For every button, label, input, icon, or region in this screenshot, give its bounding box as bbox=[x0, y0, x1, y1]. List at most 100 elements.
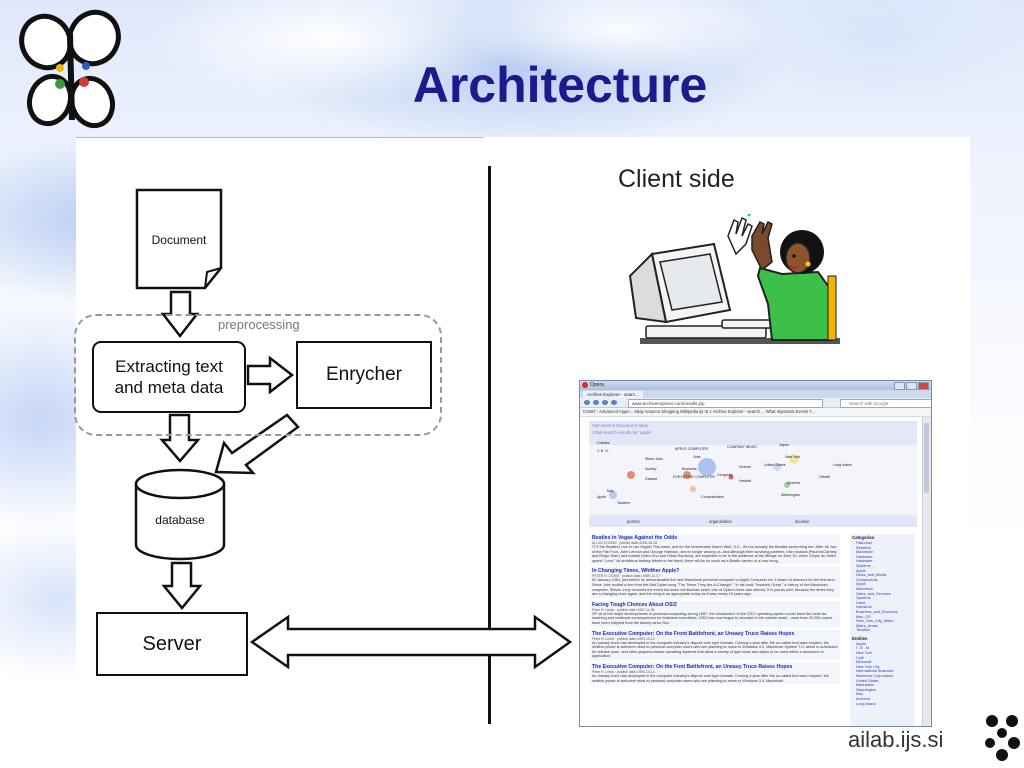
cloud-word[interactable]: Sculley bbox=[645, 467, 657, 471]
facet-link[interactable]: New York City bbox=[856, 664, 880, 669]
client-browser-screenshot: Opera Archive Explorer - searc... www.ar… bbox=[579, 380, 932, 727]
result-item[interactable]: The Executive Computer; On the Front Bat… bbox=[590, 629, 840, 660]
result-title[interactable]: The Executive Computer; On the Font Batt… bbox=[592, 663, 793, 670]
categories-heading: Categories bbox=[852, 535, 875, 540]
cloud-word[interactable]: Apple bbox=[597, 495, 607, 499]
facet-link[interactable]: New_York_City_Metro bbox=[856, 619, 894, 624]
document-atlas-visualization[interactable]: Viet Search Document Atlas 1786 search r… bbox=[589, 421, 917, 527]
cloud-word[interactable]: United States bbox=[764, 463, 786, 467]
search-input[interactable]: Search with Google bbox=[840, 399, 931, 408]
facet-link[interactable]: Calif bbox=[856, 655, 864, 660]
cloud-word[interactable]: Congress bbox=[717, 473, 733, 477]
forward-icon[interactable] bbox=[593, 400, 599, 405]
result-title[interactable]: In Changing Times, Whither Apple? bbox=[592, 568, 680, 575]
minimize-icon[interactable] bbox=[894, 382, 905, 390]
arrow-server-client bbox=[249, 614, 573, 670]
facet-link[interactable]: Business_and_Economy bbox=[856, 609, 898, 614]
preprocessing-label: preprocessing bbox=[218, 317, 300, 332]
facet-link[interactable]: I . B . M. bbox=[856, 646, 871, 651]
facet-link[interactable]: America bbox=[856, 697, 870, 701]
facet-link[interactable]: Manhattan bbox=[856, 683, 874, 688]
facet-link[interactable]: Microsoft bbox=[856, 660, 872, 665]
facet-link[interactable]: Apple bbox=[856, 582, 866, 587]
cloud-word[interactable]: Computerland bbox=[701, 495, 724, 499]
cloud-word[interactable]: Olivetti bbox=[819, 475, 830, 479]
slide-title: Architecture bbox=[412, 57, 708, 113]
cloud-word[interactable]: Hewlett bbox=[739, 479, 751, 483]
facet-link[interactable]: Sales_and_Services bbox=[856, 591, 891, 596]
cloud-word[interactable]: New York bbox=[785, 455, 801, 459]
scrollbar-thumb[interactable] bbox=[924, 423, 929, 493]
result-meta: ALLAN KOZINN · publish date=2006-06-28 bbox=[592, 541, 658, 545]
cloud-word[interactable]: Steve Jobs bbox=[645, 457, 663, 461]
close-icon[interactable] bbox=[918, 382, 929, 390]
result-meta: Peter H. Lewis · publish date=1990-10-14 bbox=[592, 669, 655, 674]
facet-link[interactable]: United States bbox=[856, 678, 879, 683]
cloud-word[interactable]: EXECUTIVE COMPUTER bbox=[673, 475, 715, 479]
arrow-database-to-server bbox=[161, 561, 203, 610]
facet-link[interactable]: Systems bbox=[856, 563, 871, 568]
cloud-word[interactable]: America bbox=[787, 481, 801, 485]
home-icon[interactable] bbox=[611, 400, 617, 405]
cloud-word[interactable]: COMPANY NEWS bbox=[727, 445, 757, 449]
search-results-list: Beatles in Vegas Against the Odds ALLAN … bbox=[590, 534, 840, 687]
facet-link[interactable]: Apple bbox=[856, 641, 866, 646]
cloud-word[interactable]: Vivendi bbox=[739, 465, 751, 469]
cloud-word[interactable]: Tandem bbox=[617, 501, 630, 505]
facet-link[interactable]: News_and_Media bbox=[856, 573, 887, 578]
result-item[interactable]: The Executive Computer; On the Font Batt… bbox=[590, 662, 840, 685]
facet-link[interactable]: Systems bbox=[856, 596, 871, 601]
result-snippet: IN January 1984, just before he demonstr… bbox=[592, 578, 836, 597]
cloud-word[interactable]: Business bbox=[682, 467, 697, 471]
cloud-word[interactable]: Long Island bbox=[833, 463, 852, 467]
reload-icon[interactable] bbox=[602, 400, 608, 405]
facet-link[interactable]: Industrial bbox=[856, 605, 872, 610]
database-label: database bbox=[155, 513, 205, 527]
document-shape bbox=[135, 188, 223, 290]
address-bar[interactable]: www.archiveexplorer.com/results.jsp bbox=[628, 399, 823, 408]
cloud-word[interactable]: APPLE COMPUTER bbox=[675, 447, 709, 451]
facet-link[interactable]: Machines Corporation bbox=[856, 674, 894, 679]
cloud-word[interactable]: Jobs bbox=[693, 455, 701, 459]
facet-link[interactable]: Components bbox=[856, 577, 878, 582]
cloud-word[interactable]: Charles bbox=[597, 441, 610, 445]
facet-link[interactable]: Mac bbox=[856, 692, 864, 697]
result-item[interactable]: Beatles in Vegas Against the Odds ALLAN … bbox=[590, 534, 840, 565]
facet-link[interactable]: Retailers bbox=[856, 545, 871, 550]
facet-link[interactable]: Metro_Areas bbox=[856, 623, 878, 628]
facet-link[interactable]: Hardware bbox=[856, 559, 873, 564]
client-side-label: Client side bbox=[618, 165, 735, 193]
result-title[interactable]: The Executive Computer; On the Front Bat… bbox=[592, 630, 795, 637]
cloud-word[interactable]: Mac bbox=[607, 489, 614, 493]
extract-box: Extracting text and meta data bbox=[92, 341, 246, 413]
cloud-word[interactable]: Japan bbox=[779, 443, 789, 447]
facet-link[interactable]: International Business bbox=[856, 669, 894, 674]
result-item[interactable]: Facing Tough Choices About OS/2 Peter H.… bbox=[590, 600, 840, 627]
viz-axis-person: person bbox=[627, 519, 640, 524]
bookmarks-bar[interactable]: CS367 - Advanced Algori... eBay Amazon S… bbox=[580, 408, 931, 417]
facet-link[interactable]: Macintosh bbox=[856, 586, 874, 591]
cloud-word[interactable]: J. B. H. bbox=[597, 449, 609, 453]
facet-link[interactable]: Used bbox=[856, 600, 865, 605]
facet-link[interactable]: Historical bbox=[856, 541, 872, 545]
facet-link[interactable]: Hardware bbox=[856, 554, 873, 559]
cloud-word[interactable]: Gassee bbox=[645, 477, 658, 481]
facet-link[interactable]: Taxation bbox=[856, 628, 871, 633]
page-scrollbar[interactable] bbox=[922, 417, 931, 726]
tag-cloud-area: Charles J. B. H. Jobs APPLE COMPUTER Ste… bbox=[589, 441, 917, 515]
browser-tab[interactable]: Archive Explorer - searc... bbox=[583, 391, 643, 398]
arrow-extract-to-enrycher bbox=[246, 355, 295, 395]
facet-link[interactable]: Long Island bbox=[856, 701, 876, 706]
facet-link[interactable]: Apple bbox=[856, 568, 866, 573]
result-item[interactable]: In Changing Times, Whither Apple? PETER … bbox=[590, 567, 840, 598]
facet-link[interactable]: New York bbox=[856, 651, 873, 656]
maximize-icon[interactable] bbox=[906, 382, 917, 390]
back-icon[interactable] bbox=[584, 400, 590, 405]
cloud-word[interactable]: Washington bbox=[781, 493, 800, 497]
facet-link[interactable]: Washington bbox=[856, 687, 876, 692]
facet-link[interactable]: Macintosh bbox=[856, 550, 874, 555]
result-title[interactable]: Facing Tough Choices About OS/2 bbox=[592, 601, 677, 608]
result-title[interactable]: Beatles in Vegas Against the Odds bbox=[592, 535, 678, 541]
facet-link[interactable]: Mac_OS bbox=[856, 614, 871, 619]
